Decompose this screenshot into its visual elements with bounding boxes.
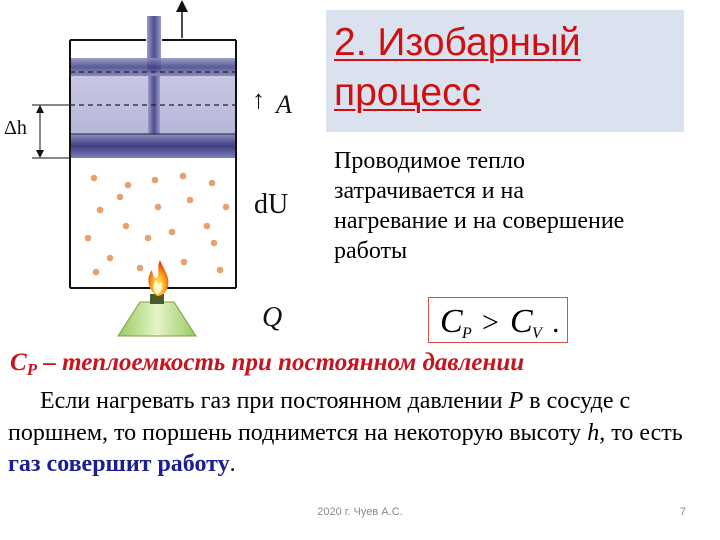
dh-arrowhead-bottom <box>36 150 44 158</box>
gas-particle <box>92 268 100 276</box>
piston-cylinder-diagram: Δh ↑ A dU Q <box>4 0 292 337</box>
para-part-1: Если нагревать газ при постоянном давлен… <box>40 388 509 414</box>
gas-particle <box>122 222 130 230</box>
gas-particle <box>179 172 187 180</box>
flame-core <box>153 280 162 294</box>
burner-wick <box>150 294 164 304</box>
formula-cp-symbol: C <box>440 303 463 340</box>
para-part-2: в сосуде с поршнем, то поршень подниметс… <box>8 388 631 446</box>
work-highlight: газ совершит работу <box>8 451 230 477</box>
cp-subscript: P <box>26 360 38 379</box>
burner-body <box>117 301 197 337</box>
gas-particle <box>124 181 132 189</box>
gas-particle <box>84 234 92 242</box>
gas-particle <box>210 239 218 247</box>
heat-description: Проводимое тепло затрачивается и на нагр… <box>334 148 625 264</box>
explanation-paragraph: Если нагревать газ при постоянном давлен… <box>8 386 718 481</box>
pressure-variable: P <box>508 388 524 414</box>
gas-particle <box>144 234 152 242</box>
up-arrow-head <box>176 0 188 12</box>
work-label: A <box>274 90 292 119</box>
internal-energy-label: dU <box>254 189 288 220</box>
para-part-4: . <box>229 451 236 477</box>
heat-label: Q <box>262 302 282 333</box>
cp-definition: CP – теплоемкость при постоянном давлени… <box>10 348 715 385</box>
cp-definition-text: – теплоемкость при постоянном давлении <box>37 349 525 376</box>
height-variable: h <box>587 419 600 446</box>
flame-icon <box>148 260 169 296</box>
footer-author: 2020 г. Чуев А.С. <box>317 506 403 518</box>
gas-particle <box>106 254 114 262</box>
formula-greater-sign: > <box>482 306 499 339</box>
piston-initial <box>71 134 235 158</box>
gas-particle <box>203 222 211 230</box>
dh-label: Δh <box>4 117 27 139</box>
gas-particle <box>208 179 216 187</box>
heat-capacity-inequality: C P > C V . <box>440 303 560 342</box>
gas-particle <box>180 258 188 266</box>
formula-box <box>428 297 568 343</box>
dh-arrowhead-top <box>36 105 44 113</box>
cp-symbol: C <box>10 349 27 376</box>
gas-particle <box>96 206 104 214</box>
formula-cv-symbol: C <box>510 303 533 340</box>
page-number: 7 <box>679 506 686 518</box>
gas-particle <box>116 193 124 201</box>
work-arrow-label: ↑ <box>252 85 265 114</box>
gas-particle <box>154 203 162 211</box>
piston-final <box>71 58 235 76</box>
formula-period: . <box>552 306 560 339</box>
gas-particle <box>186 196 194 204</box>
formula-cp-subscript: P <box>461 325 472 342</box>
gas-particle <box>222 203 230 211</box>
gas-particle <box>151 176 159 184</box>
gas-particle <box>168 228 176 236</box>
gas-particle <box>136 264 144 272</box>
para-part-3: , то есть <box>599 419 683 446</box>
formula-cv-subscript: V <box>532 325 544 342</box>
title-box <box>326 10 684 132</box>
gas-particles <box>84 172 230 276</box>
gas-particle <box>90 174 98 182</box>
slide-title: 2. Изобарный процесс <box>334 21 581 114</box>
gas-particle <box>216 266 224 274</box>
